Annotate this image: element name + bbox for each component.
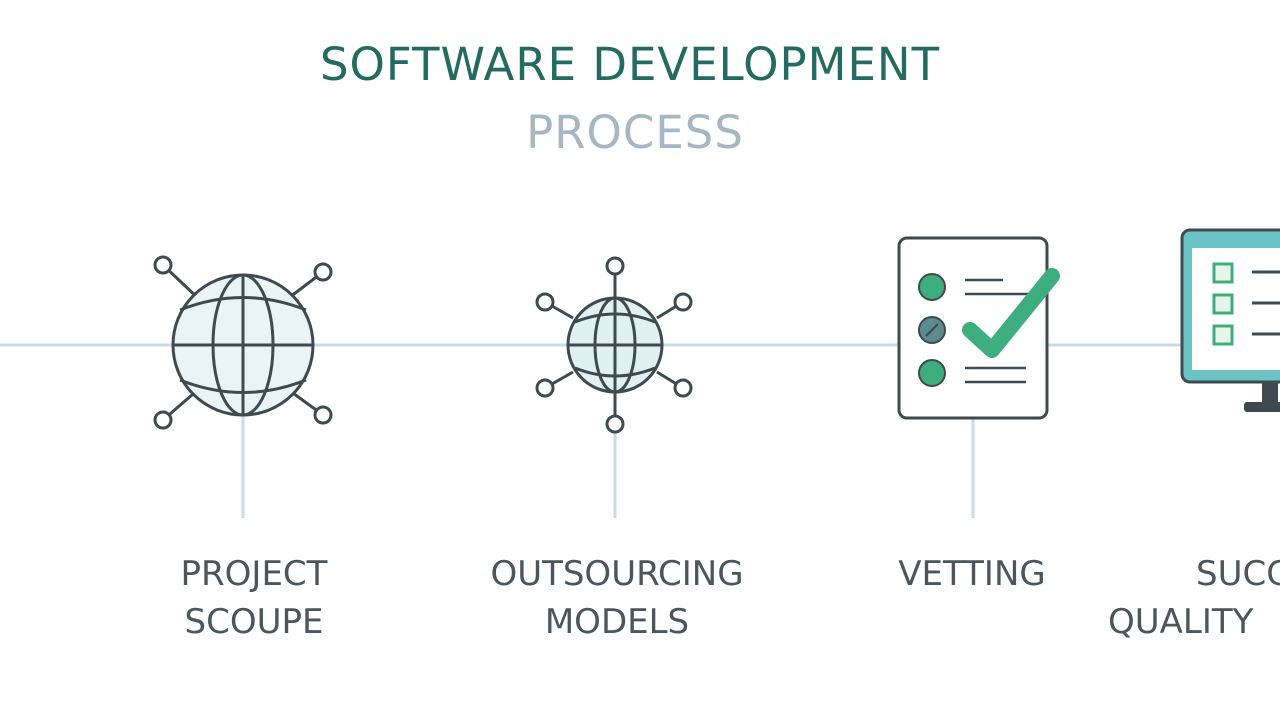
diagram-subtitle: PROCESS [526, 106, 744, 159]
step-label-line1: PROJECT [180, 554, 328, 594]
diagram-title: SOFTWARE DEVELOPMENT [319, 38, 941, 91]
monitor-checklist-icon [1180, 228, 1280, 412]
step-label-vetting: VETTING [872, 550, 1072, 598]
step-label-quality: SUCC QUALITY [1108, 550, 1280, 646]
step-label-line1: VETTING [898, 554, 1046, 594]
step-label-line2: SCOUPE [184, 602, 324, 642]
globe-network-small-icon [535, 256, 693, 434]
checklist-icon [897, 236, 1060, 420]
step-label-line2: QUALITY [1108, 602, 1254, 642]
step-label-line1: SUCC [1196, 554, 1280, 594]
step-label-line1: OUTSOURCING [490, 554, 744, 594]
globe-network-icon [153, 255, 333, 430]
step-label-outsourcing-models: OUTSOURCING MODELS [467, 550, 767, 646]
step-label-project-scope: PROJECT SCOUPE [154, 550, 354, 646]
step-label-line2: MODELS [544, 602, 690, 642]
